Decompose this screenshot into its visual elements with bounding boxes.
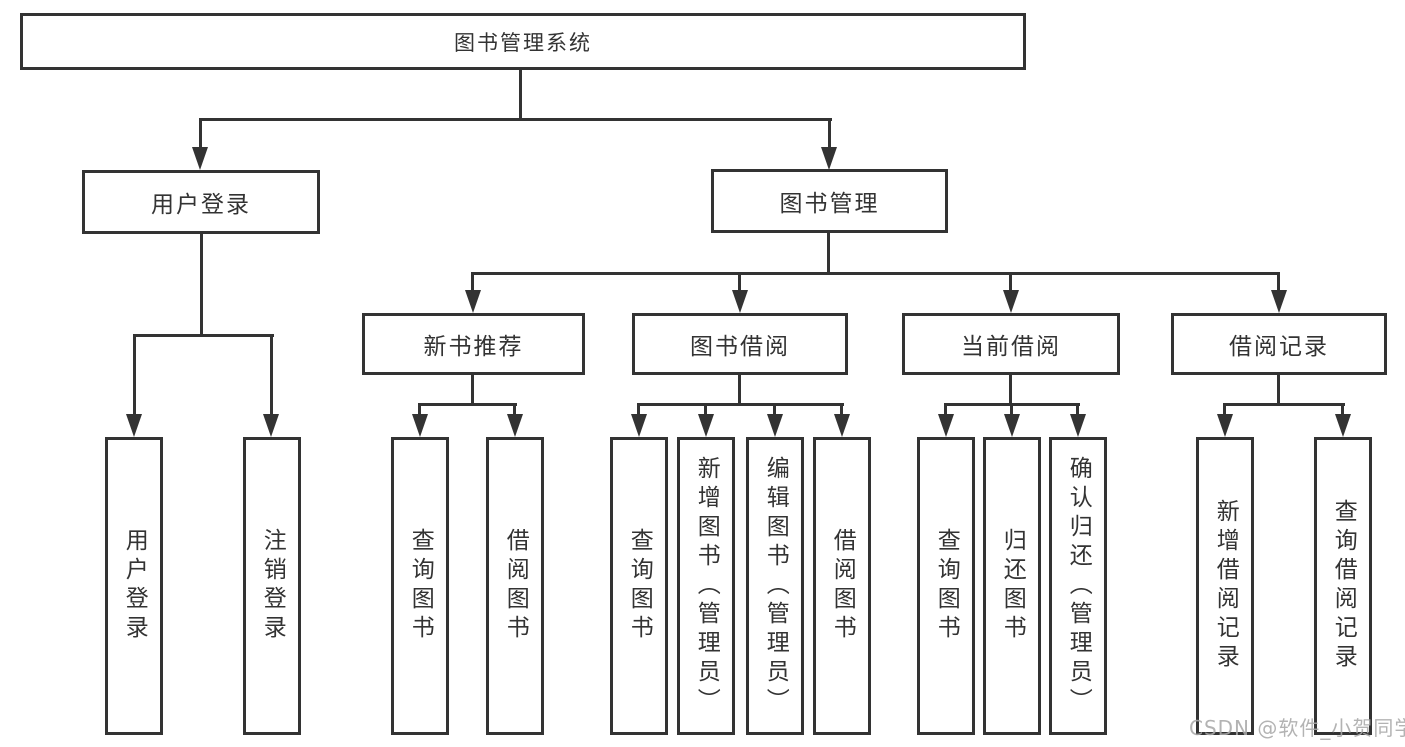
node-new-book-recommend: 新书推荐 — [362, 313, 585, 375]
arrow-down-icon — [821, 147, 837, 170]
node-book-borrow: 图书借阅 — [632, 313, 848, 375]
leaf-label: 注销登录 — [259, 528, 286, 644]
connector-book-mgmt-down — [827, 233, 830, 275]
arrow-down-icon — [1217, 414, 1233, 437]
leaf-label: 编辑图书（管理员） — [762, 455, 789, 717]
arrow-down-icon — [732, 290, 748, 313]
arrow-down-icon — [834, 414, 850, 437]
connector-user-login-stem — [199, 118, 202, 150]
connector-level3-stem — [1277, 272, 1280, 292]
node-label: 新书推荐 — [423, 334, 524, 360]
connector-down — [1277, 375, 1280, 406]
connector-leaf-stem — [1010, 403, 1013, 416]
connector-leaf-stem — [840, 403, 843, 416]
arrow-down-icon — [698, 414, 714, 437]
leaf-add-books-admin: 新增图书（管理员） — [677, 437, 735, 735]
arrow-down-icon — [507, 414, 523, 437]
arrow-down-icon — [767, 414, 783, 437]
connector-leaf-stem — [133, 334, 136, 416]
connector-leaf-stem — [1223, 403, 1226, 416]
leaf-query-borrow-record: 查询借阅记录 — [1314, 437, 1372, 735]
leaf-query-books-current: 查询图书 — [917, 437, 975, 735]
connector-book-mgmt-hline — [471, 272, 1280, 275]
node-library-management-system: 图书管理系统 — [20, 13, 1026, 70]
arrow-down-icon — [126, 414, 142, 437]
connector-user-login-hline — [133, 334, 274, 337]
node-label: 当前借阅 — [961, 334, 1061, 360]
connector-leaf-stem — [270, 334, 273, 416]
leaf-query-books-borrow: 查询图书 — [610, 437, 668, 735]
connector-level3-stem — [1009, 272, 1012, 292]
node-book-management: 图书管理 — [711, 169, 948, 233]
node-label: 图书管理 — [779, 191, 880, 217]
arrow-down-icon — [412, 414, 428, 437]
leaf-confirm-return-admin: 确认归还（管理员） — [1049, 437, 1107, 735]
arrow-down-icon — [631, 414, 647, 437]
arrow-down-icon — [192, 147, 208, 170]
leaf-logout: 注销登录 — [243, 437, 301, 735]
arrow-down-icon — [1070, 414, 1086, 437]
node-borrow-records: 借阅记录 — [1171, 313, 1387, 375]
leaf-label: 查询借阅记录 — [1330, 499, 1357, 673]
connector-leaf-stem — [1076, 403, 1079, 416]
connector-hline — [638, 403, 844, 406]
leaf-label: 确认归还（管理员） — [1065, 455, 1092, 717]
connector-leaf-stem — [637, 403, 640, 416]
connector-hline — [1223, 403, 1345, 406]
arrow-down-icon — [263, 414, 279, 437]
connector-hline — [419, 403, 517, 406]
arrow-down-icon — [1271, 290, 1287, 313]
node-label: 用户登录 — [151, 192, 251, 218]
leaf-borrow-books-recommend: 借阅图书 — [486, 437, 544, 735]
connector-leaf-stem — [1341, 403, 1344, 416]
connector-root-stem — [519, 70, 522, 121]
connector-level3-stem — [738, 272, 741, 292]
leaf-label: 归还图书 — [999, 528, 1026, 644]
node-label: 借阅记录 — [1229, 334, 1329, 360]
connector-user-login-down — [200, 234, 203, 337]
node-label: 图书管理系统 — [454, 30, 592, 55]
connector-leaf-stem — [704, 403, 707, 416]
leaf-query-books-recommend: 查询图书 — [391, 437, 449, 735]
csdn-watermark: CSDN @软件_小贺同学 — [1189, 716, 1405, 740]
connector-down — [738, 375, 741, 406]
connector-level3-stem — [471, 272, 474, 292]
connector-down — [471, 375, 474, 406]
arrow-down-icon — [1004, 414, 1020, 437]
connector-leaf-stem — [513, 403, 516, 416]
leaf-label: 查询图书 — [626, 528, 653, 644]
node-user-login: 用户登录 — [82, 170, 320, 234]
leaf-user-login: 用户登录 — [105, 437, 163, 735]
leaf-label: 查询图书 — [407, 528, 434, 644]
leaf-label: 新增借阅记录 — [1212, 499, 1239, 673]
leaf-edit-books-admin: 编辑图书（管理员） — [746, 437, 804, 735]
node-current-borrow: 当前借阅 — [902, 313, 1120, 375]
leaf-label: 查询图书 — [933, 528, 960, 644]
connector-leaf-stem — [944, 403, 947, 416]
connector-leaf-stem — [773, 403, 776, 416]
leaf-return-books: 归还图书 — [983, 437, 1041, 735]
leaf-label: 用户登录 — [121, 528, 148, 644]
connector-leaf-stem — [418, 403, 421, 416]
connector-root-hline — [199, 118, 832, 121]
leaf-label: 新增图书（管理员） — [693, 455, 720, 717]
arrow-down-icon — [1335, 414, 1351, 437]
leaf-label: 借阅图书 — [829, 528, 856, 644]
arrow-down-icon — [465, 290, 481, 313]
arrow-down-icon — [938, 414, 954, 437]
node-label: 图书借阅 — [690, 334, 790, 360]
arrow-down-icon — [1003, 290, 1019, 313]
leaf-label: 借阅图书 — [502, 528, 529, 644]
connector-down — [1009, 375, 1012, 406]
leaf-add-borrow-record: 新增借阅记录 — [1196, 437, 1254, 735]
connector-book-mgmt-stem — [828, 118, 831, 150]
leaf-borrow-books: 借阅图书 — [813, 437, 871, 735]
